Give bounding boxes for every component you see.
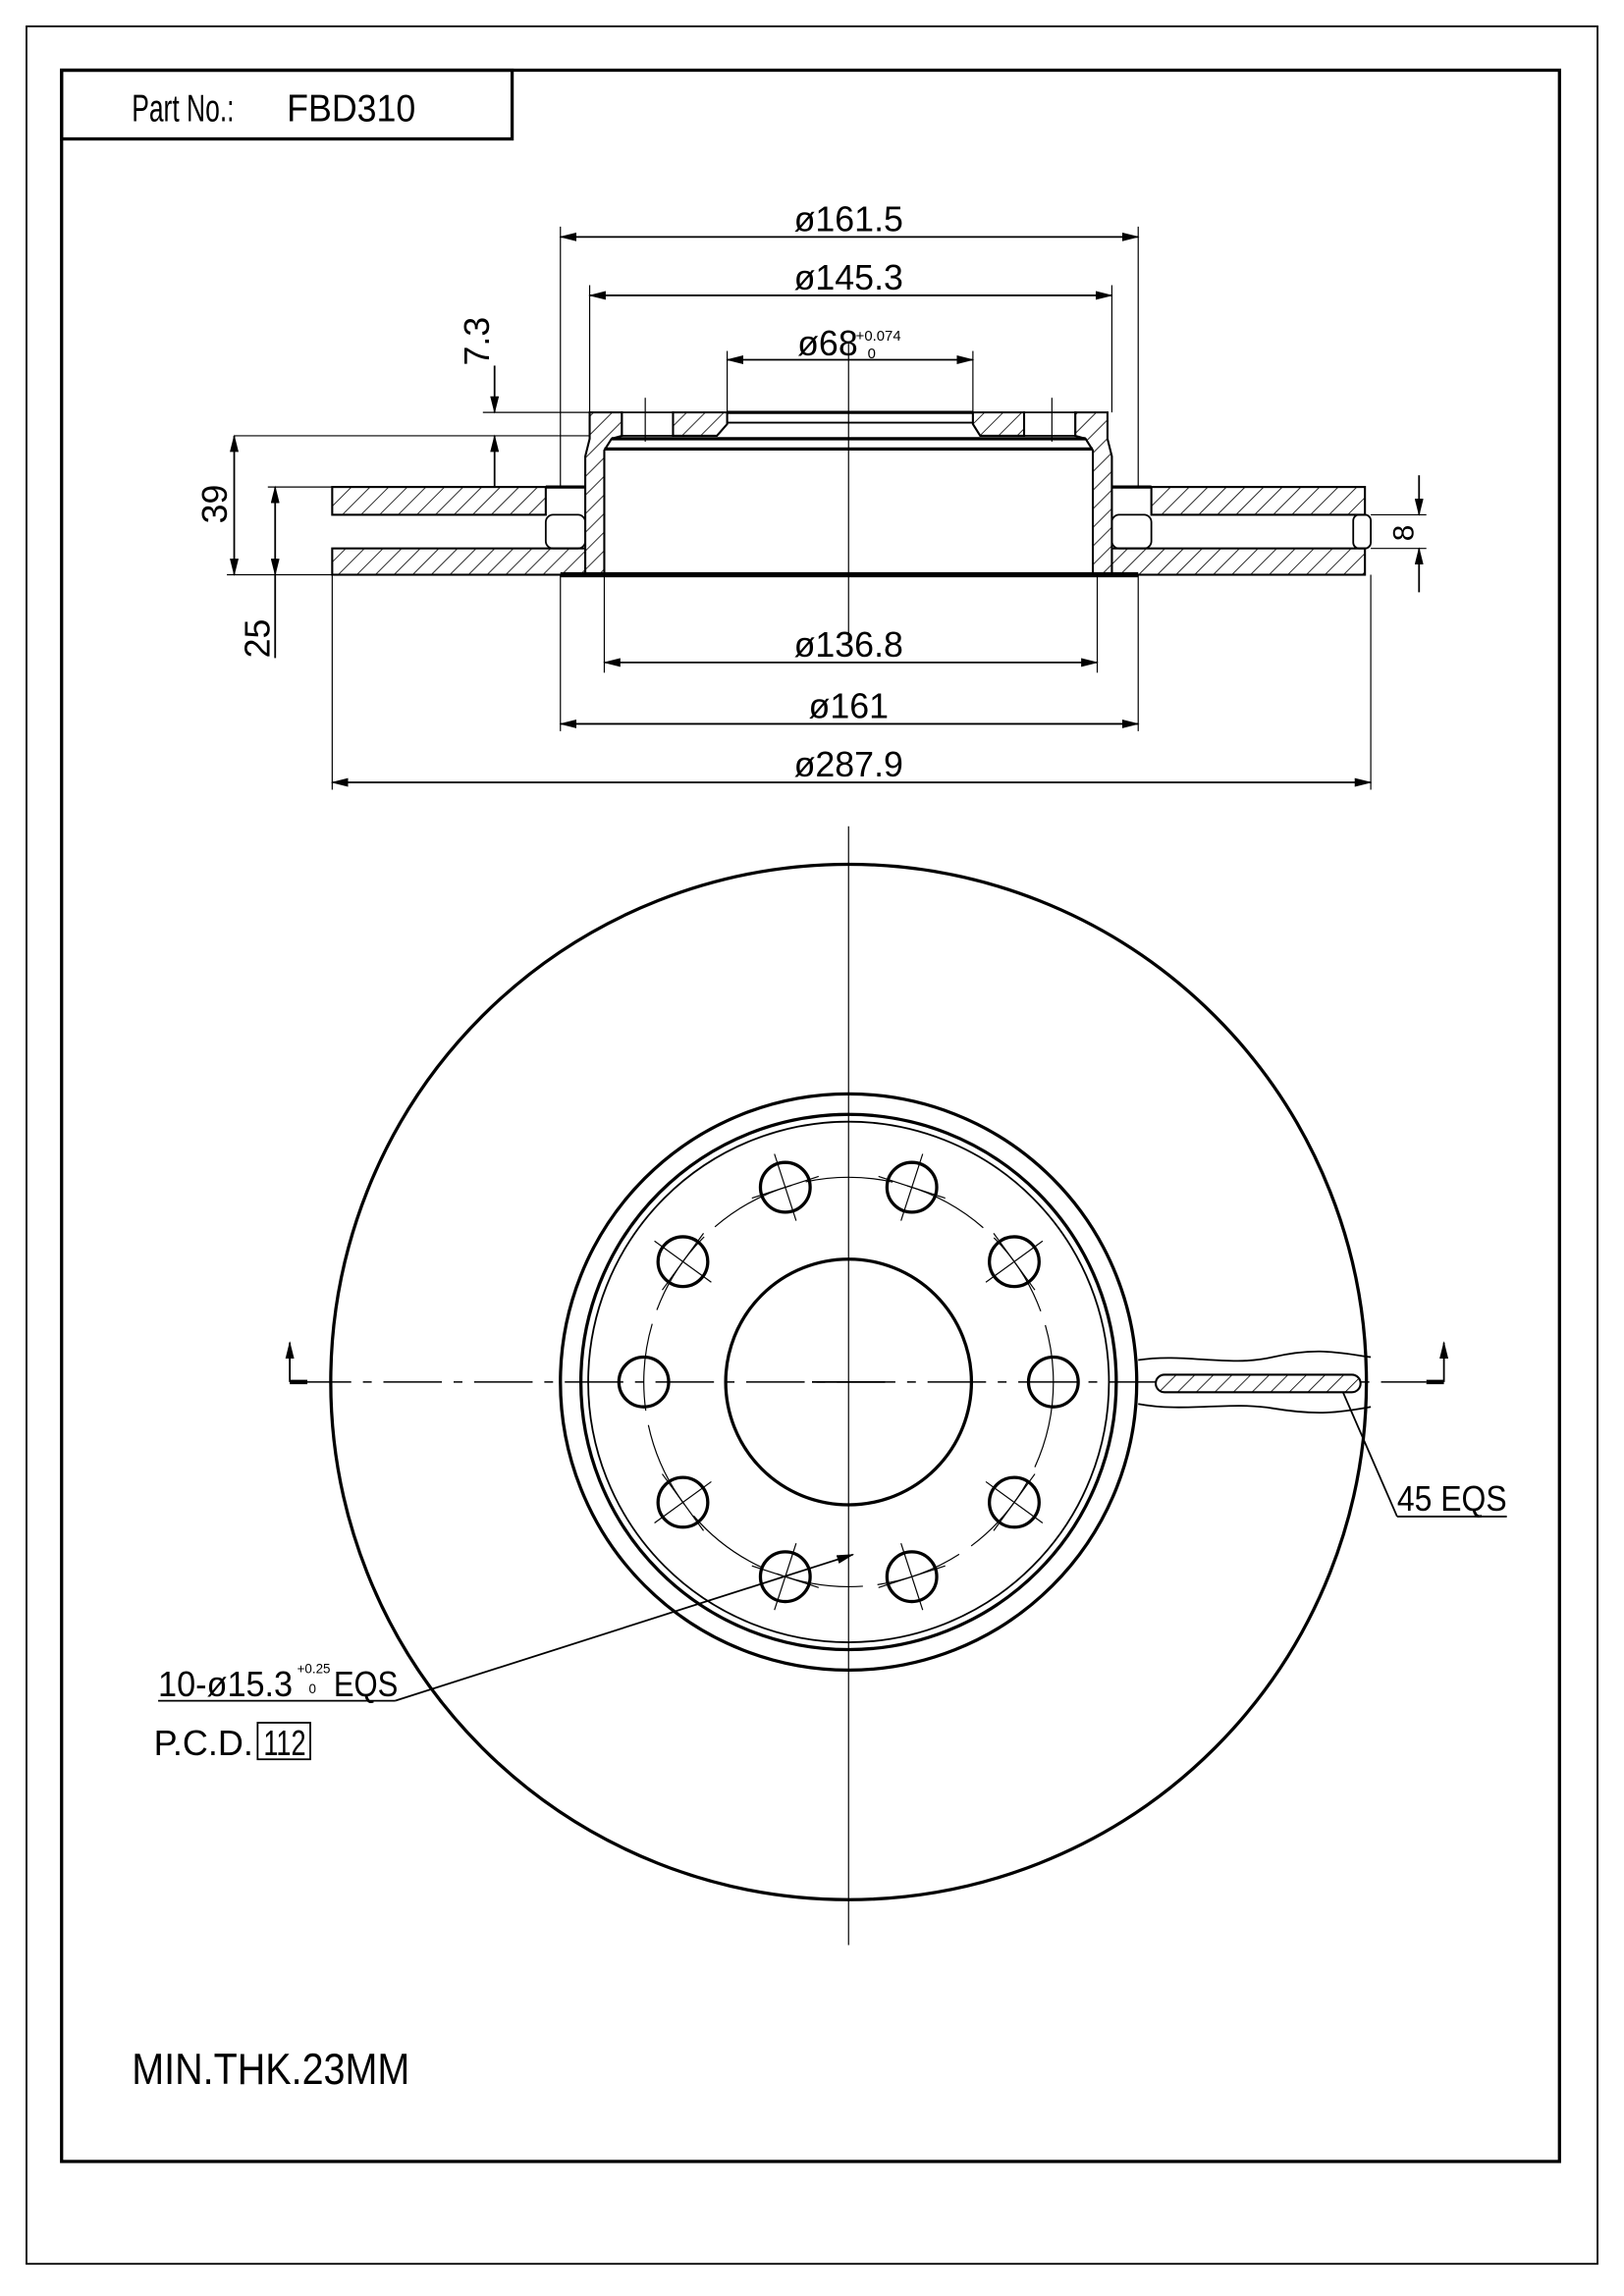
pcd-callout: P.C.D. 112 — [154, 1722, 311, 1763]
dim-68: ø68 +0.074 0 — [726, 324, 975, 413]
bolt-hole — [988, 1235, 1041, 1289]
dim-68-tol-lower: 0 — [868, 347, 876, 362]
left-hub-ring — [672, 411, 729, 438]
dim-145-3-label: ø145.3 — [794, 258, 903, 297]
left-top-plate — [331, 486, 547, 516]
vanes-callout: 45 EQS — [1341, 1391, 1507, 1519]
dim-25-label: 25 — [238, 619, 277, 659]
bolt-hole-centerline — [993, 1232, 1036, 1291]
bolt-hole-centerline — [751, 1175, 819, 1200]
dim-145-3: ø145.3 — [588, 258, 1113, 413]
dim-25: 25 — [238, 485, 333, 659]
outer-vent — [1352, 513, 1373, 550]
dim-7-3: 7.3 — [234, 317, 590, 488]
vane-detail — [1138, 1350, 1372, 1414]
holes-note: 10-ø15.3 — [158, 1665, 293, 1704]
bolt-hole — [758, 1160, 812, 1214]
dim-136-8-label: ø136.8 — [794, 625, 903, 665]
bolt-hole — [885, 1550, 939, 1604]
bolt-hole — [656, 1475, 710, 1529]
holes-callout: 10-ø15.3 +0.25 0 EQS — [158, 1553, 855, 1704]
dim-7-3-label: 7.3 — [458, 317, 497, 366]
dim-161: ø161 — [559, 574, 1140, 731]
left-bottom-plate — [331, 547, 587, 576]
right-stud-hole — [1023, 411, 1077, 437]
dim-161-label: ø161 — [808, 686, 889, 725]
dim-68-label: ø68 — [797, 324, 858, 363]
dim-8: 8 — [1371, 475, 1427, 593]
dim-287-9: ø287.9 — [330, 574, 1373, 790]
plan-view: 45 EQS 10-ø15.3 +0.25 0 EQS P.C.D. 112 — [154, 826, 1507, 1946]
bolt-hole — [656, 1235, 710, 1289]
pcd-label: P.C.D. — [154, 1724, 253, 1763]
part-number: FBD310 — [287, 88, 415, 131]
holes-tol-lower: 0 — [309, 1682, 316, 1696]
right-bottom-plate — [1110, 547, 1367, 576]
bolt-hole — [885, 1160, 939, 1214]
bolt-hole — [758, 1550, 812, 1604]
title-block: Part No.: FBD310 — [60, 68, 514, 141]
holes-note-suffix: EQS — [334, 1665, 399, 1704]
dim-39-label: 39 — [195, 485, 235, 524]
vanes-note: 45 EQS — [1397, 1479, 1507, 1519]
dim-161-5: ø161.5 — [559, 199, 1140, 488]
holes-tol-upper: +0.25 — [298, 1661, 331, 1676]
part-no-label: Part No.: — [132, 88, 234, 131]
right-vent — [1110, 513, 1153, 550]
inner-frame — [60, 68, 1561, 2163]
right-hat-wall — [1074, 411, 1113, 576]
section-view: ø161.5 ø145.3 ø68 +0.074 0 ø136.8 ø161 — [195, 199, 1427, 790]
dim-287-9-label: ø287.9 — [794, 745, 903, 784]
dim-8-label: 8 — [1387, 525, 1420, 542]
section-marker-left — [285, 1341, 308, 1385]
bolt-hole-centerline — [662, 1232, 705, 1291]
bolt-hole-centerline — [878, 1175, 946, 1200]
bolt-hole-centerline — [993, 1473, 1036, 1531]
bolt-hole-centerline — [878, 1565, 946, 1588]
outer-frame — [26, 25, 1598, 2266]
left-vent — [544, 513, 586, 550]
min-thickness-note: MIN.THK.23MM — [132, 2046, 409, 2094]
right-hub-ring — [971, 411, 1026, 438]
dim-68-tol-upper: +0.074 — [856, 329, 901, 345]
pcd-value: 112 — [263, 1724, 305, 1763]
bolt-hole — [988, 1475, 1041, 1529]
left-hat-wall — [584, 411, 623, 576]
dim-161-5-label: ø161.5 — [794, 199, 903, 239]
right-top-plate — [1150, 486, 1367, 516]
left-stud-hole — [621, 411, 675, 437]
section-marker-right — [1426, 1341, 1449, 1385]
dim-39: 39 — [195, 434, 333, 576]
bolt-hole-centerline — [662, 1473, 705, 1531]
dim-136-8: ø136.8 — [602, 574, 1100, 673]
